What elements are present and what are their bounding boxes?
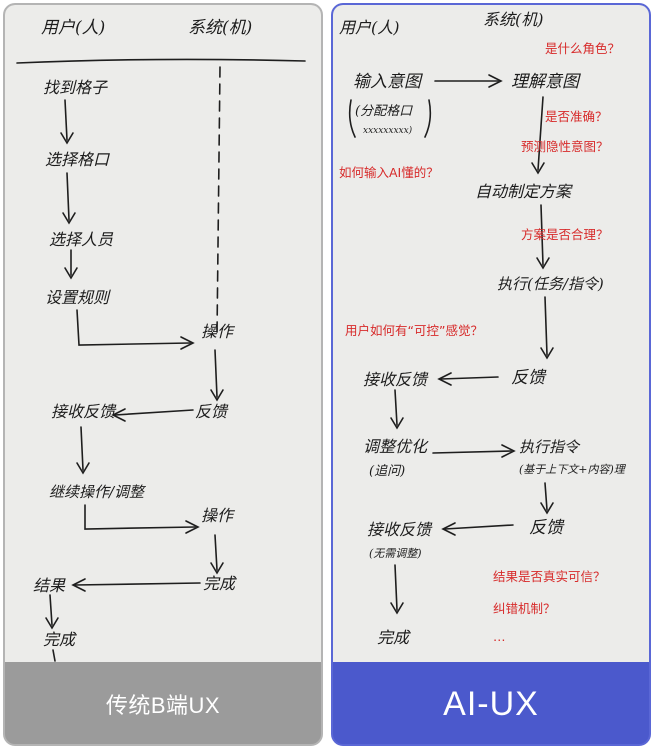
step-system-feedback-1: 反馈 [195, 402, 229, 421]
traditional-ux-caption: 传统B端UX [105, 693, 221, 718]
system-lane-header: 系统(机) [188, 18, 252, 38]
note-what-role: 是什么角色？ [545, 41, 620, 56]
step-receive-feedback-2: 接收反馈 [367, 520, 433, 539]
note-result-credible: 结果是否真实可信？ [493, 569, 606, 584]
step-input-sub: (分配格口 [355, 104, 413, 119]
step-system-done: 完成 [203, 574, 237, 593]
user-lane-header: 用户(人) [339, 18, 400, 37]
traditional-ux-flow-diagram: 用户(人) 系统(机) 找到格子 选择格口 选择人员 设置规则 操作 反馈 接收… [16, 18, 306, 662]
step-execute-instruction-sub: (基于上下文+内容)理 [519, 463, 627, 476]
note-how-input: 如何输入AI懂的？ [339, 165, 439, 180]
step-adjust-sub: (追问) [369, 464, 405, 479]
ai-ux-caption: AI-UX [443, 684, 539, 723]
step-system-operate-1: 操作 [201, 322, 236, 341]
system-lane-header: 系统(机) [483, 10, 544, 29]
ai-ux-sketch: 用户(人) 系统(机) 输入意图 (分配格口 xxxxxxxxx) 理解意图 自… [333, 5, 649, 662]
note-plan-reasonable: 方案是否合理？ [521, 227, 609, 242]
ai-ux-flow-diagram: 用户(人) 系统(机) 输入意图 (分配格口 xxxxxxxxx) 理解意图 自… [339, 10, 627, 647]
step-input-intent: 输入意图 [353, 72, 423, 92]
step-adjust-optimize: 调整优化 [363, 437, 429, 456]
note-ellipsis: … [493, 629, 506, 644]
note-error-correction: 纠错机制？ [493, 601, 556, 616]
traditional-ux-card: 用户(人) 系统(机) 找到格子 选择格口 选择人员 设置规则 操作 反馈 接收… [3, 3, 323, 746]
step-input-sub-2: xxxxxxxxx) [363, 125, 413, 136]
note-user-control: 用户如何有“可控”感觉？ [345, 323, 483, 338]
note-predict-implicit-intent: 预测隐性意图？ [521, 139, 609, 154]
step-system-operate-2: 操作 [201, 506, 236, 525]
ai-ux-card: 用户(人) 系统(机) 输入意图 (分配格口 xxxxxxxxx) 理解意图 自… [331, 3, 651, 746]
step-receive-feedback-2-sub: (无需调整) [369, 547, 422, 560]
traditional-ux-sketch: 用户(人) 系统(机) 找到格子 选择格口 选择人员 设置规则 操作 反馈 接收… [5, 5, 321, 662]
step-execute-task: 执行(任务/指令) [497, 275, 604, 293]
step-continue-adjust: 继续操作/调整 [49, 483, 147, 501]
step-result: 结果 [33, 576, 66, 595]
step-understand-intent: 理解意图 [511, 72, 581, 92]
step-system-feedback: 反馈 [511, 368, 547, 388]
step-auto-plan: 自动制定方案 [475, 182, 573, 201]
step-receive-feedback: 接收反馈 [363, 370, 429, 389]
step-find-grid: 找到格子 [43, 78, 108, 97]
step-done: 完成 [377, 628, 411, 647]
step-execute-instruction: 执行指令 [519, 438, 581, 456]
step-set-rule: 设置规则 [45, 288, 111, 307]
note-accurate: 是否准确？ [545, 109, 608, 124]
user-lane-header: 用户(人) [41, 18, 105, 38]
step-user-done: 完成 [43, 630, 77, 649]
step-select-person: 选择人员 [49, 230, 114, 249]
step-receive-feedback-1: 接收反馈 [51, 402, 117, 421]
step-system-feedback-2: 反馈 [529, 518, 565, 538]
step-select-grid: 选择格口 [45, 150, 110, 169]
